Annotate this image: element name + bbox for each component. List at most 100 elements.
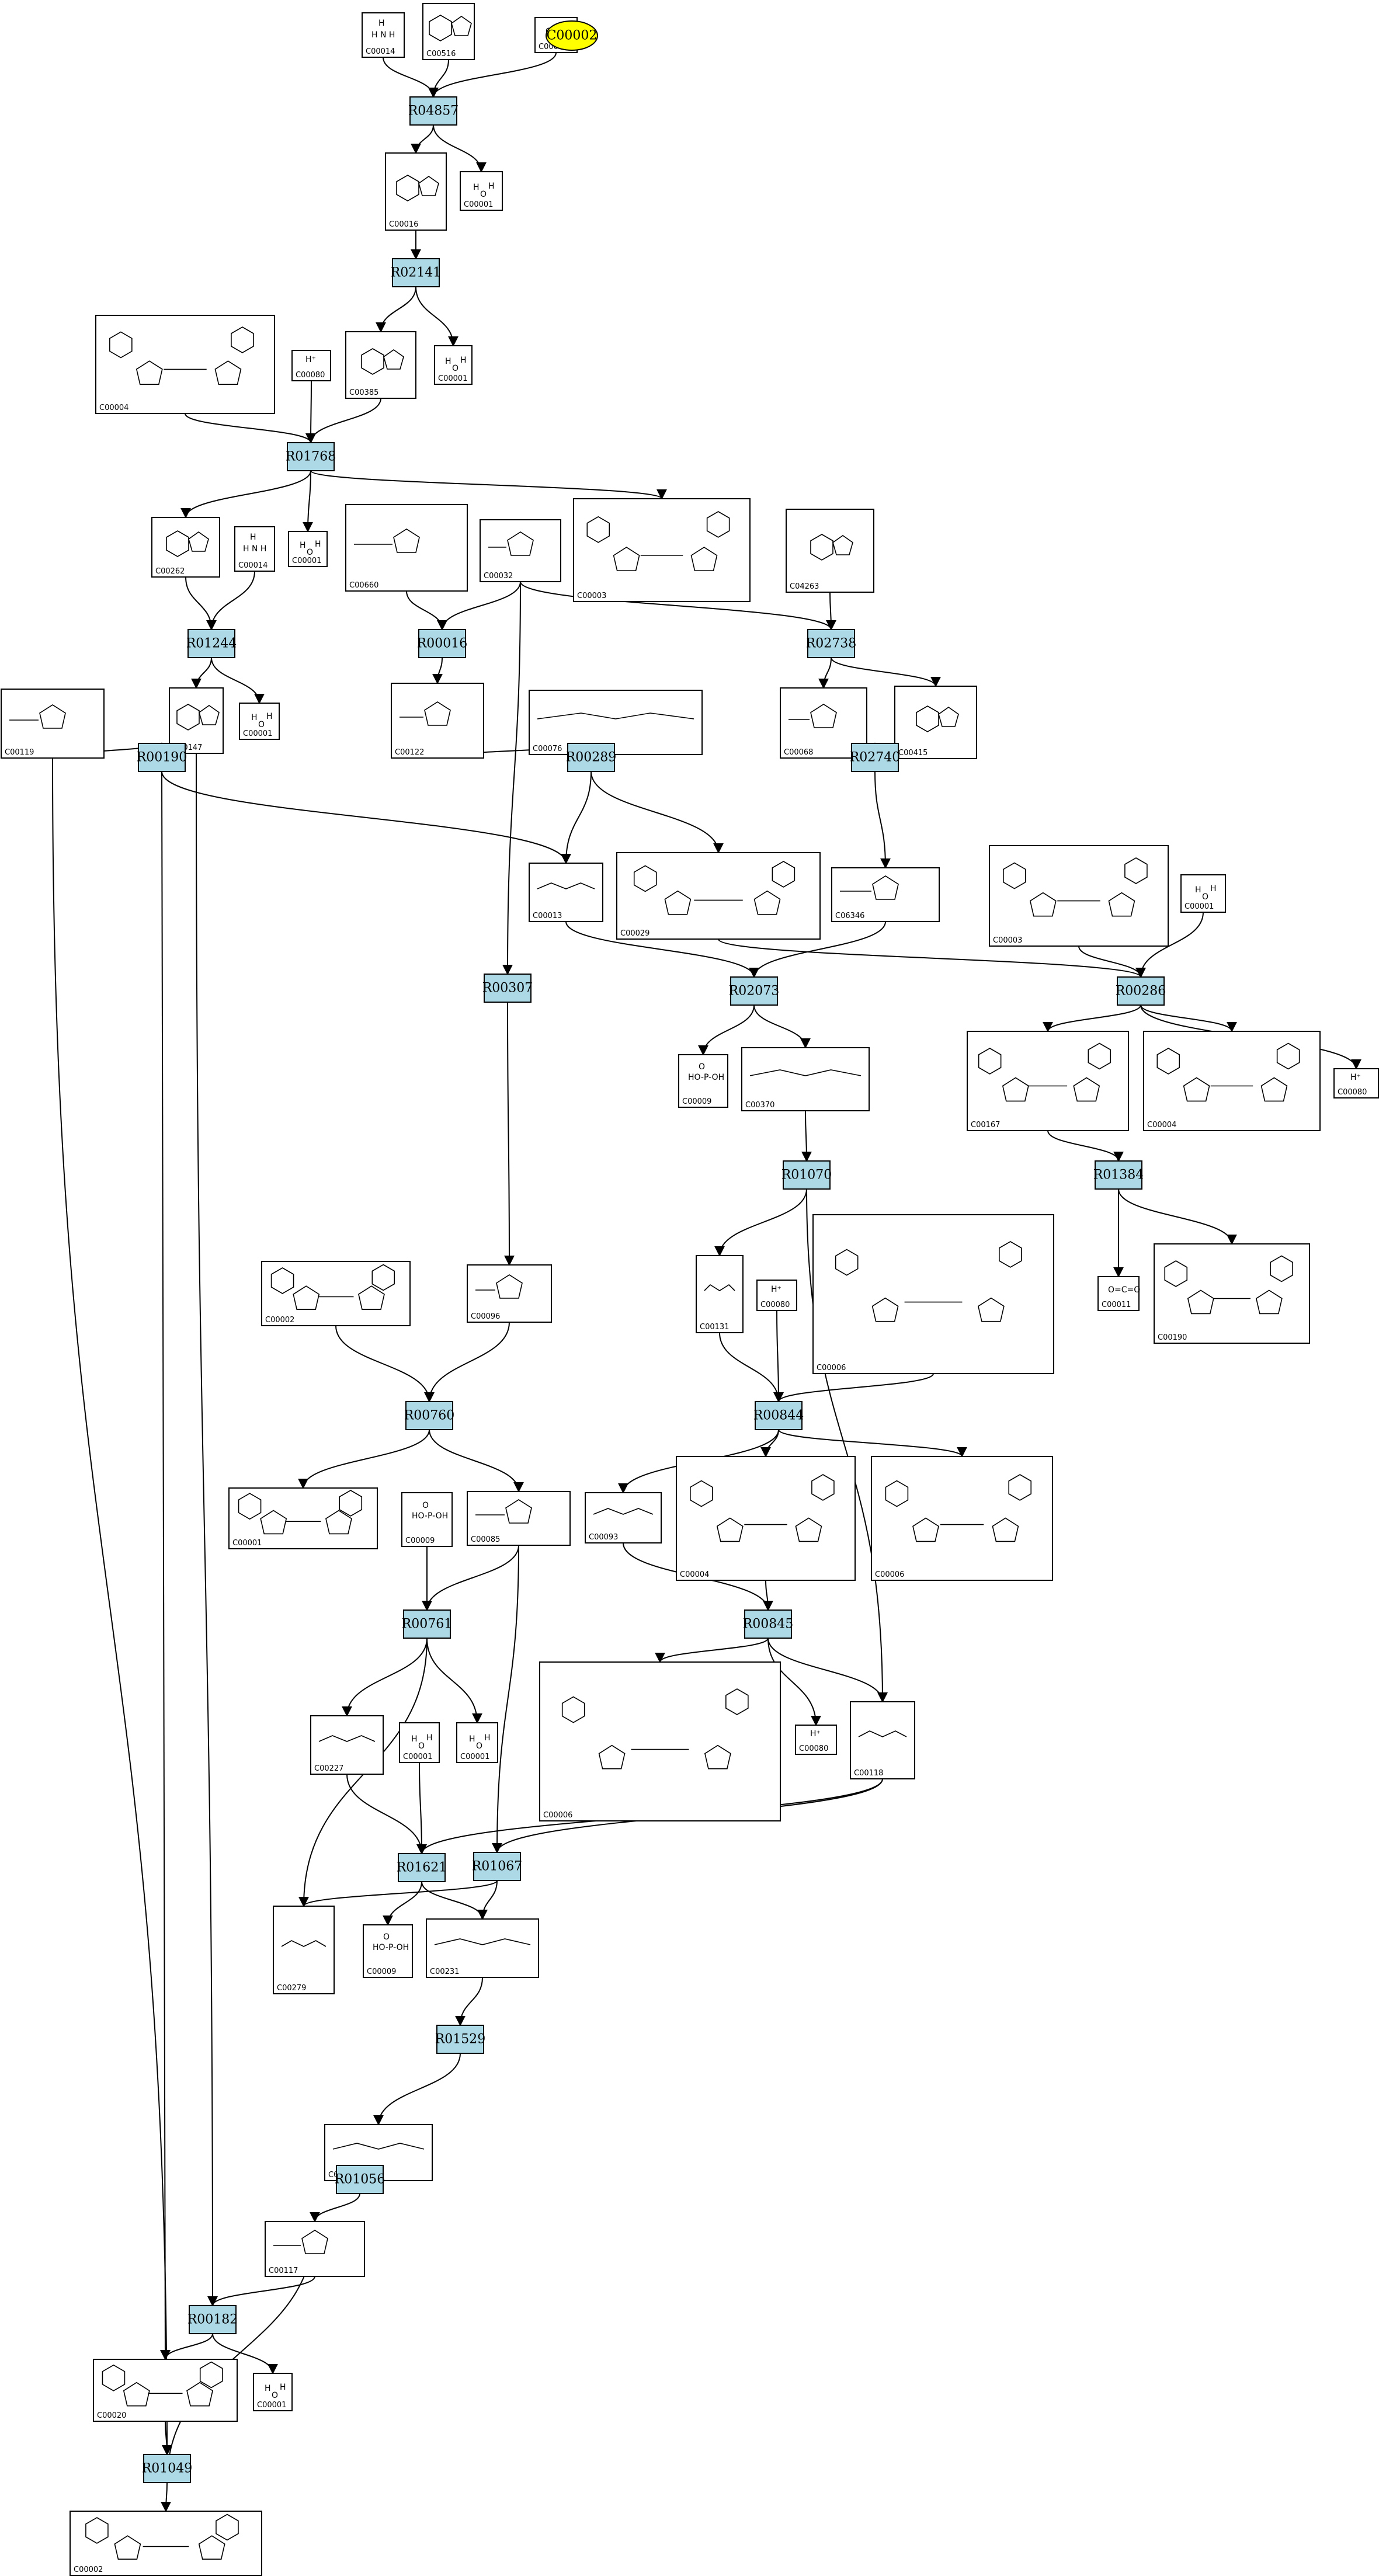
- compound-c00080[interactable]: H⁺C00080: [1333, 1068, 1379, 1098]
- compound-c00085[interactable]: C00085: [467, 1491, 571, 1546]
- reaction-r00190[interactable]: R00190: [137, 743, 187, 772]
- reaction-r02073[interactable]: R02073: [729, 976, 780, 1006]
- edge-arrow: [429, 1429, 524, 1493]
- reaction-r00016[interactable]: R00016: [417, 629, 468, 658]
- reaction-r01067[interactable]: R01067: [472, 1852, 523, 1881]
- compound-c00029[interactable]: C00029: [616, 852, 821, 940]
- reaction-r00761[interactable]: R00761: [402, 1609, 453, 1639]
- reaction-r00286[interactable]: R00286: [1116, 976, 1166, 1006]
- reaction-r00182[interactable]: R00182: [187, 2305, 238, 2334]
- compound-c00117[interactable]: C00117: [265, 2221, 365, 2277]
- edge-arrow: [806, 1188, 888, 1703]
- compound-c00227[interactable]: C00227: [310, 1715, 384, 1775]
- compound-c00147[interactable]: C00147: [169, 687, 224, 754]
- compound-box: [362, 12, 405, 58]
- reaction-r01070[interactable]: R01070: [781, 1160, 832, 1190]
- compound-c00370[interactable]: C00370: [741, 1047, 870, 1111]
- compound-c00006[interactable]: C00006: [871, 1456, 1053, 1581]
- compound-c00016[interactable]: C00016: [385, 152, 447, 231]
- compound-c00003[interactable]: C00003: [989, 845, 1169, 947]
- compound-box: [363, 1924, 413, 1978]
- compound-c00004[interactable]: C00004: [95, 315, 275, 414]
- compound-c00004[interactable]: C00004: [1143, 1031, 1321, 1131]
- compound-c00006[interactable]: C00006: [812, 1214, 1054, 1374]
- compound-c00006[interactable]: C00006: [539, 1661, 781, 1821]
- compound-c00076[interactable]: C00076: [529, 690, 703, 755]
- reaction-r00289[interactable]: R00289: [566, 743, 617, 772]
- compound-c00080[interactable]: H⁺C00080: [756, 1280, 797, 1311]
- compound-c00660[interactable]: C00660: [345, 504, 468, 592]
- compound-c00131[interactable]: C00131: [696, 1255, 744, 1333]
- compound-c00231[interactable]: C00231: [426, 1918, 539, 1978]
- compound-c00080[interactable]: H⁺C00080: [795, 1725, 837, 1755]
- compound-c00262[interactable]: C00262: [151, 517, 220, 578]
- compound-c00080[interactable]: H⁺C00080: [291, 350, 331, 381]
- compound-c00122[interactable]: C00122: [391, 683, 484, 759]
- compound-c00032[interactable]: C00032: [480, 519, 561, 582]
- reaction-r00760[interactable]: R00760: [404, 1401, 455, 1430]
- reaction-r01384[interactable]: R01384: [1093, 1160, 1144, 1190]
- compound-c00002[interactable]: C00002: [70, 2511, 262, 2576]
- sugar-structure-icon: [475, 1499, 532, 1524]
- compound-c00093[interactable]: C00093: [585, 1492, 662, 1543]
- compound-c00002[interactable]: C00002: [261, 1261, 411, 1326]
- edge-arrow: [760, 1429, 779, 1458]
- edge-arrow: [590, 771, 724, 854]
- reaction-r00844[interactable]: R00844: [753, 1401, 804, 1430]
- compound-box: [812, 1214, 1054, 1374]
- reaction-r00307[interactable]: R00307: [482, 974, 533, 1003]
- reaction-r02141[interactable]: R02141: [391, 258, 442, 287]
- edge-arrow: [767, 1638, 821, 1726]
- reaction-r01049[interactable]: R01049: [142, 2454, 193, 2483]
- compound-c00279[interactable]: C00279: [273, 1906, 335, 1994]
- reaction-r02740[interactable]: R02740: [850, 743, 901, 772]
- compound-c00004[interactable]: C00004: [676, 1456, 856, 1581]
- compound-c00190[interactable]: C00190: [1154, 1243, 1310, 1344]
- reaction-r01621[interactable]: R01621: [397, 1853, 447, 1882]
- edge-arrow: [335, 1325, 435, 1403]
- compound-id-label: C00001: [243, 729, 272, 738]
- compound-c00516[interactable]: C00516: [422, 3, 475, 60]
- compound-box: [345, 331, 416, 399]
- nad-structure-icon: [102, 2361, 223, 2407]
- compound-c00096[interactable]: C00096: [467, 1264, 552, 1323]
- reaction-r04857[interactable]: R04857: [408, 96, 459, 126]
- reaction-r01768[interactable]: R01768: [286, 442, 336, 471]
- edge-arrow: [492, 1545, 519, 1854]
- compound-c06346[interactable]: C06346: [831, 867, 940, 922]
- compound-c00001[interactable]: C00001: [228, 1487, 378, 1549]
- compound-c00415[interactable]: C00415: [894, 686, 977, 759]
- reaction-r00845[interactable]: R00845: [743, 1609, 794, 1639]
- compound-c00118[interactable]: C00118: [850, 1701, 915, 1779]
- compound-c04263[interactable]: C04263: [786, 509, 874, 593]
- compound-c00003[interactable]: C00003: [573, 498, 751, 602]
- compound-c00002-ellipse[interactable]: C00002: [546, 20, 598, 51]
- compound-box: [460, 171, 503, 211]
- compound-c00013[interactable]: C00013: [529, 863, 603, 922]
- compound-c00385[interactable]: C00385: [345, 331, 416, 399]
- compound-c00119[interactable]: C00119: [1, 689, 105, 759]
- reaction-r02738[interactable]: R02738: [806, 629, 857, 658]
- compound-c00020[interactable]: C00020: [93, 2359, 238, 2422]
- reaction-r01244[interactable]: R01244: [186, 629, 237, 658]
- compound-box: [1154, 1243, 1310, 1344]
- reaction-r01056[interactable]: R01056: [335, 2165, 385, 2194]
- nad-structure-icon: [1003, 857, 1148, 917]
- compound-c00167[interactable]: C00167: [967, 1031, 1129, 1131]
- edge-arrow: [185, 413, 316, 444]
- reaction-r01529[interactable]: R01529: [435, 2025, 486, 2054]
